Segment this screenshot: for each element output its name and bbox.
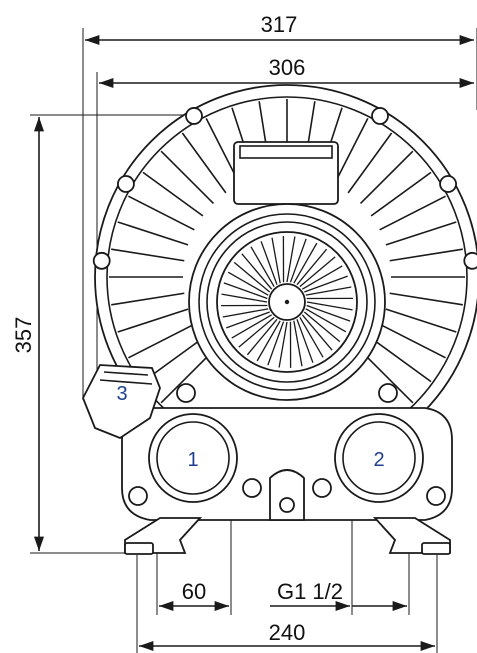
dimension-label-g1-1-2: G1 1/2 <box>277 579 343 604</box>
housing-rib <box>181 132 227 194</box>
fan-blade <box>304 275 348 293</box>
housing-boss <box>92 251 111 270</box>
housing-boss <box>371 107 389 125</box>
fan-blade <box>305 286 352 296</box>
dimension-label-60: 60 <box>182 579 206 604</box>
fan-blade <box>256 320 281 362</box>
housing-rib <box>111 248 185 262</box>
housing-rib <box>117 221 189 246</box>
dimension-label-240: 240 <box>269 620 306 645</box>
housing-rib <box>385 221 457 246</box>
fan-blade <box>296 319 314 363</box>
fan-blade <box>301 265 343 290</box>
fan-blade <box>306 304 351 322</box>
fan-blade <box>289 238 307 283</box>
housing-rib <box>379 323 446 359</box>
terminal-box <box>233 141 339 205</box>
fan-blade <box>231 314 273 339</box>
housing-rib <box>370 171 432 217</box>
fan-blade <box>299 316 324 358</box>
dimension-port-thread: G1 1/2 <box>270 440 410 615</box>
fan-blade <box>260 241 278 285</box>
port-3-label: 3 <box>116 383 127 405</box>
housing-rib <box>385 308 457 333</box>
fan-blade <box>241 253 273 290</box>
fan-blade <box>286 236 296 283</box>
fan-blade <box>271 237 281 284</box>
housing-rib <box>117 308 189 333</box>
fan-blade <box>222 308 269 318</box>
dimension-housing-width: 306 <box>96 55 474 380</box>
fan-blade <box>221 293 268 303</box>
blower-housing <box>92 84 477 470</box>
fan-blade <box>233 261 271 293</box>
dimension-label-357: 357 <box>11 317 36 354</box>
housing-rib <box>359 349 414 404</box>
fan-blade <box>223 282 268 300</box>
housing-boss <box>439 175 457 193</box>
fan-blade <box>267 321 285 366</box>
dimension-overall-width: 317 <box>82 12 477 400</box>
dimension-height: 357 <box>11 114 225 554</box>
port-2: 2 <box>334 413 424 503</box>
port-1: 1 <box>148 413 238 503</box>
housing-rib <box>379 195 446 231</box>
housing-rib <box>333 118 369 185</box>
housing-rib <box>160 150 215 205</box>
port-2-label: 2 <box>373 449 384 471</box>
fan-blade <box>246 318 278 356</box>
housing-rib <box>142 171 204 217</box>
fan-blade <box>299 256 336 288</box>
fan-blade <box>305 308 347 333</box>
fan-blade <box>301 314 333 351</box>
housing-rib <box>160 349 215 404</box>
fan-blade <box>227 271 269 296</box>
fan-blade <box>238 316 275 348</box>
port-3: 3 <box>82 364 161 440</box>
fan-blade <box>293 320 303 367</box>
housing-rib <box>389 248 463 262</box>
fan-blade <box>226 311 270 329</box>
fan-blades <box>221 236 353 368</box>
housing-rib <box>359 150 414 205</box>
housing-rib <box>347 132 393 194</box>
housing-rib <box>128 323 195 359</box>
fan-blade <box>306 301 353 311</box>
housing-boss <box>463 251 477 270</box>
fan-blade <box>296 248 328 286</box>
housing-boss <box>117 175 135 193</box>
dimension-label-317: 317 <box>261 12 298 37</box>
dimension-label-306: 306 <box>269 55 306 80</box>
dimension-foot-spacing: 240 <box>136 555 438 653</box>
housing-bosses <box>92 107 477 270</box>
housing-boss <box>185 107 203 125</box>
port-1-label: 1 <box>187 449 198 471</box>
housing-rib <box>389 292 463 306</box>
center-bracket <box>269 469 305 521</box>
housing-rib <box>370 337 432 383</box>
housing-rib <box>111 292 185 306</box>
fan-blade <box>250 246 275 288</box>
housing-rib <box>128 195 195 231</box>
fan-blade <box>278 321 288 368</box>
fan-blade <box>303 311 341 343</box>
fan-blade <box>293 242 318 284</box>
